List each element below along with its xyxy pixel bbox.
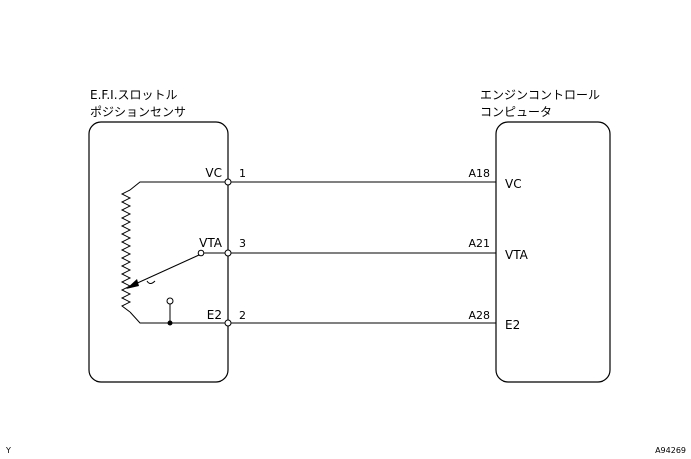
junction-dot (167, 320, 173, 326)
connector-pin-3 (224, 249, 232, 257)
sensor-terminal-e2: E2 (207, 308, 222, 322)
ecu-title-line2: コンピュータ (480, 105, 552, 119)
ecu-title-line1: エンジンコントロール (480, 88, 600, 102)
ecu-pin-a28: A28 (468, 309, 490, 322)
sensor-terminal-vc: VC (205, 166, 222, 180)
sensor-box (88, 121, 229, 383)
sensor-pin-number-3: 3 (239, 237, 246, 250)
ecu-terminal-vc: VC (505, 177, 522, 191)
sensor-pin-number-2: 2 (239, 309, 246, 322)
sensor-pin-number-1: 1 (239, 167, 246, 180)
ecu-pin-a21: A21 (468, 237, 490, 250)
sensor-title-line2: ポジションセンサ (90, 105, 186, 119)
internal-e2-wire (129, 311, 225, 324)
ecu-box (495, 121, 611, 383)
wiper-pivot (197, 249, 205, 257)
sensor-terminal-vta: VTA (199, 236, 223, 250)
ecu-terminal-e2: E2 (505, 318, 520, 332)
figure-id: A94269 (655, 446, 686, 455)
footer-left-mark: Y (5, 446, 11, 455)
wiper-arm (132, 254, 200, 286)
potentiometer-resistor (120, 189, 132, 313)
connector-pin-2 (224, 319, 232, 327)
ecu-terminal-vta: VTA (505, 248, 529, 262)
wiper-arc (146, 280, 156, 284)
ground-tap-terminal (166, 297, 174, 305)
ecu-pin-a18: A18 (468, 167, 490, 180)
internal-vc-wire (129, 181, 225, 191)
sensor-title-line1: E.F.I.スロットル (90, 88, 178, 102)
wiper-arrow-icon (126, 279, 139, 289)
connector-pin-1 (224, 178, 232, 186)
